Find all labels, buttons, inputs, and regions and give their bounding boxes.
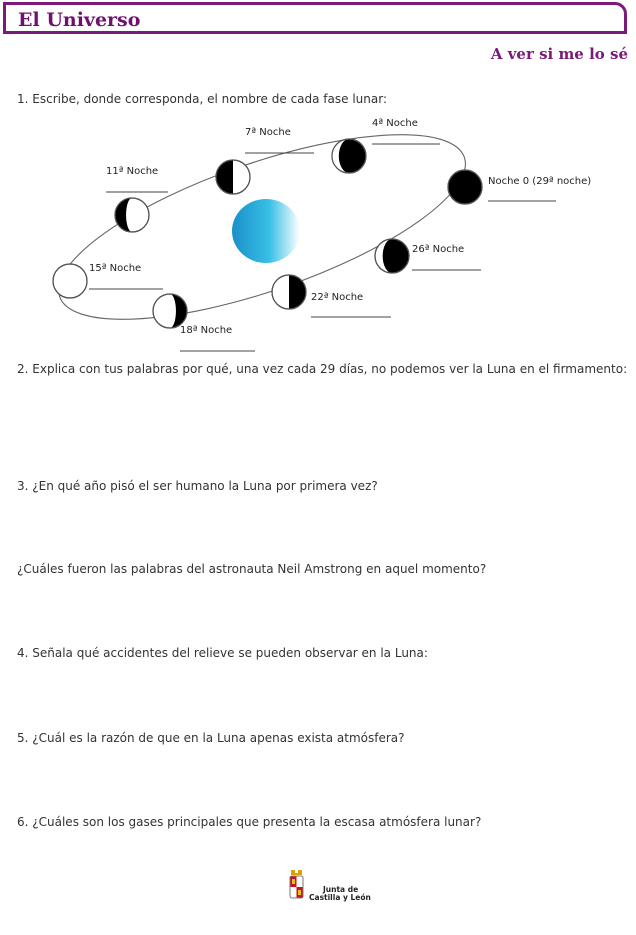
moon-outline [52, 263, 88, 299]
moon-shadow [216, 160, 233, 194]
moon-outline [271, 274, 307, 310]
moon-outline [152, 293, 188, 329]
moon-shadow [170, 294, 187, 328]
moon-phase-4 [114, 197, 150, 233]
page-subtitle: A ver si me lo sé [490, 45, 628, 63]
question-4: 4. Señala qué accidentes del relieve se … [17, 646, 428, 660]
moon-shadow [289, 275, 306, 309]
moon-shadow [115, 198, 132, 232]
phase-label: 4ª Noche [372, 118, 418, 129]
moon-phases-diagram: Noche 0 (29ª noche) 4ª Noche 7ª Noche 11ª N… [52, 118, 591, 352]
moon-phase-1 [447, 169, 483, 205]
phase-label: 11ª Noche [106, 166, 158, 177]
earth [232, 199, 300, 263]
title-box: El Universo [3, 2, 627, 34]
page-title: El Universo [18, 9, 141, 31]
moon-lit [332, 139, 349, 173]
phase-label: 15ª Noche [89, 263, 141, 274]
phase-label: 26ª Noche [412, 244, 464, 255]
moon-phase-3 [215, 159, 251, 195]
moon-phase-8 [374, 238, 410, 274]
logo-line-1: Junta de [323, 885, 359, 894]
moon-outline [114, 197, 150, 233]
phase-label: 7ª Noche [245, 127, 291, 138]
moon-phase-2 [331, 138, 367, 174]
moon-phase-5 [52, 263, 88, 299]
question-3b: ¿Cuáles fueron las palabras del astronau… [17, 562, 487, 576]
moon-shadow [392, 239, 409, 273]
question-5: 5. ¿Cuál es la razón de que en la Luna a… [17, 731, 405, 745]
moon-outline [374, 238, 410, 274]
moon-outline [331, 138, 367, 174]
phase-label: 18ª Noche [180, 325, 232, 336]
question-6: 6. ¿Cuáles son los gases principales que… [17, 815, 482, 829]
question-3: 3. ¿En qué año pisó el ser humano la Lun… [17, 479, 378, 493]
phase-label: 22ª Noche [311, 292, 363, 303]
moon-outline [215, 159, 251, 195]
question-2: 2. Explica con tus palabras por qué, una… [17, 362, 628, 376]
coat-of-arms-icon [289, 870, 304, 899]
logo-line-2: Castilla y León [309, 893, 371, 902]
junta-logo: Junta de Castilla y León [287, 868, 371, 908]
question-1: 1. Escribe, donde corresponda, el nombre… [17, 92, 387, 106]
moon-shadow [382, 239, 392, 273]
phase-label: Noche 0 (29ª noche) [488, 176, 591, 187]
moon-outline [447, 169, 483, 205]
moon-phase-6 [152, 293, 188, 329]
moon-phase-7 [271, 274, 307, 310]
